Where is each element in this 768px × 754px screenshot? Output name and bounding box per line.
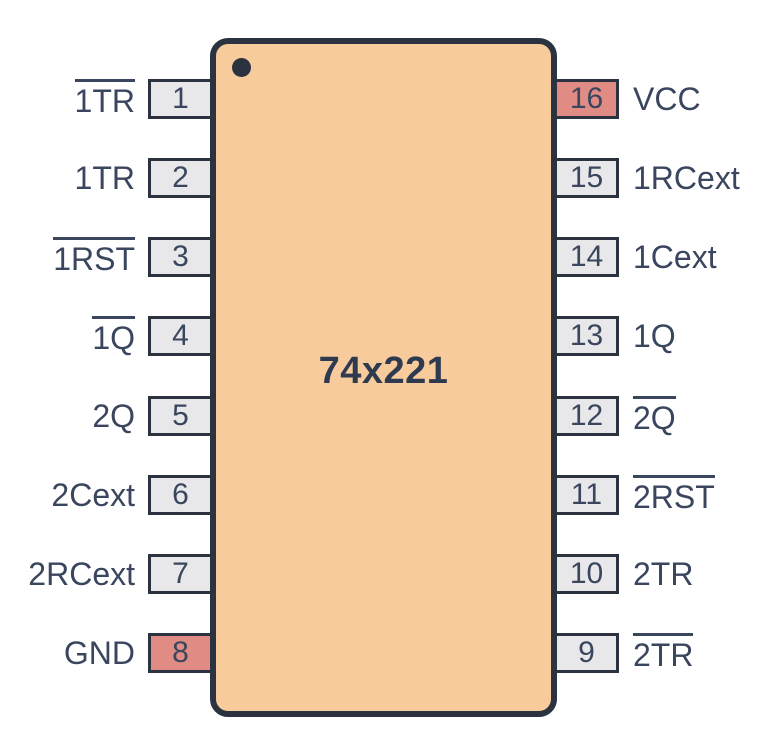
pin-9-signal-label: 2TR [633, 633, 694, 673]
pin-9-number-box: 9 [554, 633, 619, 673]
pin-3-signal-label: 1RST [53, 237, 135, 277]
pin-2-number-box: 2 [148, 158, 213, 198]
pin-row-12: 12 2Q [554, 396, 768, 436]
pin-11-signal-label: 2RST [633, 475, 715, 515]
pin-row-10: 10 2TR [554, 554, 768, 594]
pin-row-5: 2Q 5 [0, 396, 213, 436]
pin-row-14: 14 1Cext [554, 237, 768, 277]
pin-6-signal-label: 2Cext [51, 476, 135, 513]
pin1-indicator-dot [232, 58, 251, 77]
pin-row-11: 11 2RST [554, 475, 768, 515]
pin-8-number-box: 8 [148, 633, 213, 673]
pin-10-signal-label: 2TR [633, 555, 694, 592]
pin-12-signal-label: 2Q [633, 396, 676, 436]
pin-row-2: 1TR 2 [0, 158, 213, 198]
chip-part-number: 74x221 [318, 350, 449, 392]
pin-10-number-box: 10 [554, 554, 619, 594]
pin-16-number-box: 16 [554, 79, 619, 119]
pin-1-signal-label: 1TR [74, 79, 135, 119]
pin-row-15: 15 1RCext [554, 158, 768, 198]
pin-11-number-box: 11 [554, 475, 619, 515]
pin-16-signal-label: VCC [633, 80, 701, 117]
pin-row-6: 2Cext 6 [0, 475, 213, 515]
pin-2-signal-label: 1TR [74, 159, 135, 196]
pin-5-signal-label: 2Q [92, 397, 135, 434]
pin-6-number-box: 6 [148, 475, 213, 515]
pin-row-7: 2RCext 7 [0, 554, 213, 594]
pin-15-signal-label: 1RCext [633, 159, 740, 196]
pin-4-number-box: 4 [148, 316, 213, 356]
pin-row-8: GND 8 [0, 633, 213, 673]
pin-13-signal-label: 1Q [633, 317, 676, 354]
pin-15-number-box: 15 [554, 158, 619, 198]
pin-13-number-box: 13 [554, 316, 619, 356]
pin-3-number-box: 3 [148, 237, 213, 277]
pin-row-13: 13 1Q [554, 316, 768, 356]
pin-row-4: 1Q 4 [0, 316, 213, 356]
pin-7-number-box: 7 [148, 554, 213, 594]
pin-row-9: 9 2TR [554, 633, 768, 673]
pin-14-signal-label: 1Cext [633, 238, 717, 275]
pin-12-number-box: 12 [554, 396, 619, 436]
pin-7-signal-label: 2RCext [28, 555, 135, 592]
pin-row-3: 1RST 3 [0, 237, 213, 277]
pin-row-1: 1TR 1 [0, 79, 213, 119]
pin-row-16: 16 VCC [554, 79, 768, 119]
pin-1-number-box: 1 [148, 79, 213, 119]
ic-package-body: 74x221 [210, 38, 557, 717]
pin-5-number-box: 5 [148, 396, 213, 436]
pin-14-number-box: 14 [554, 237, 619, 277]
pin-8-signal-label: GND [63, 634, 135, 671]
pin-4-signal-label: 1Q [92, 316, 135, 356]
